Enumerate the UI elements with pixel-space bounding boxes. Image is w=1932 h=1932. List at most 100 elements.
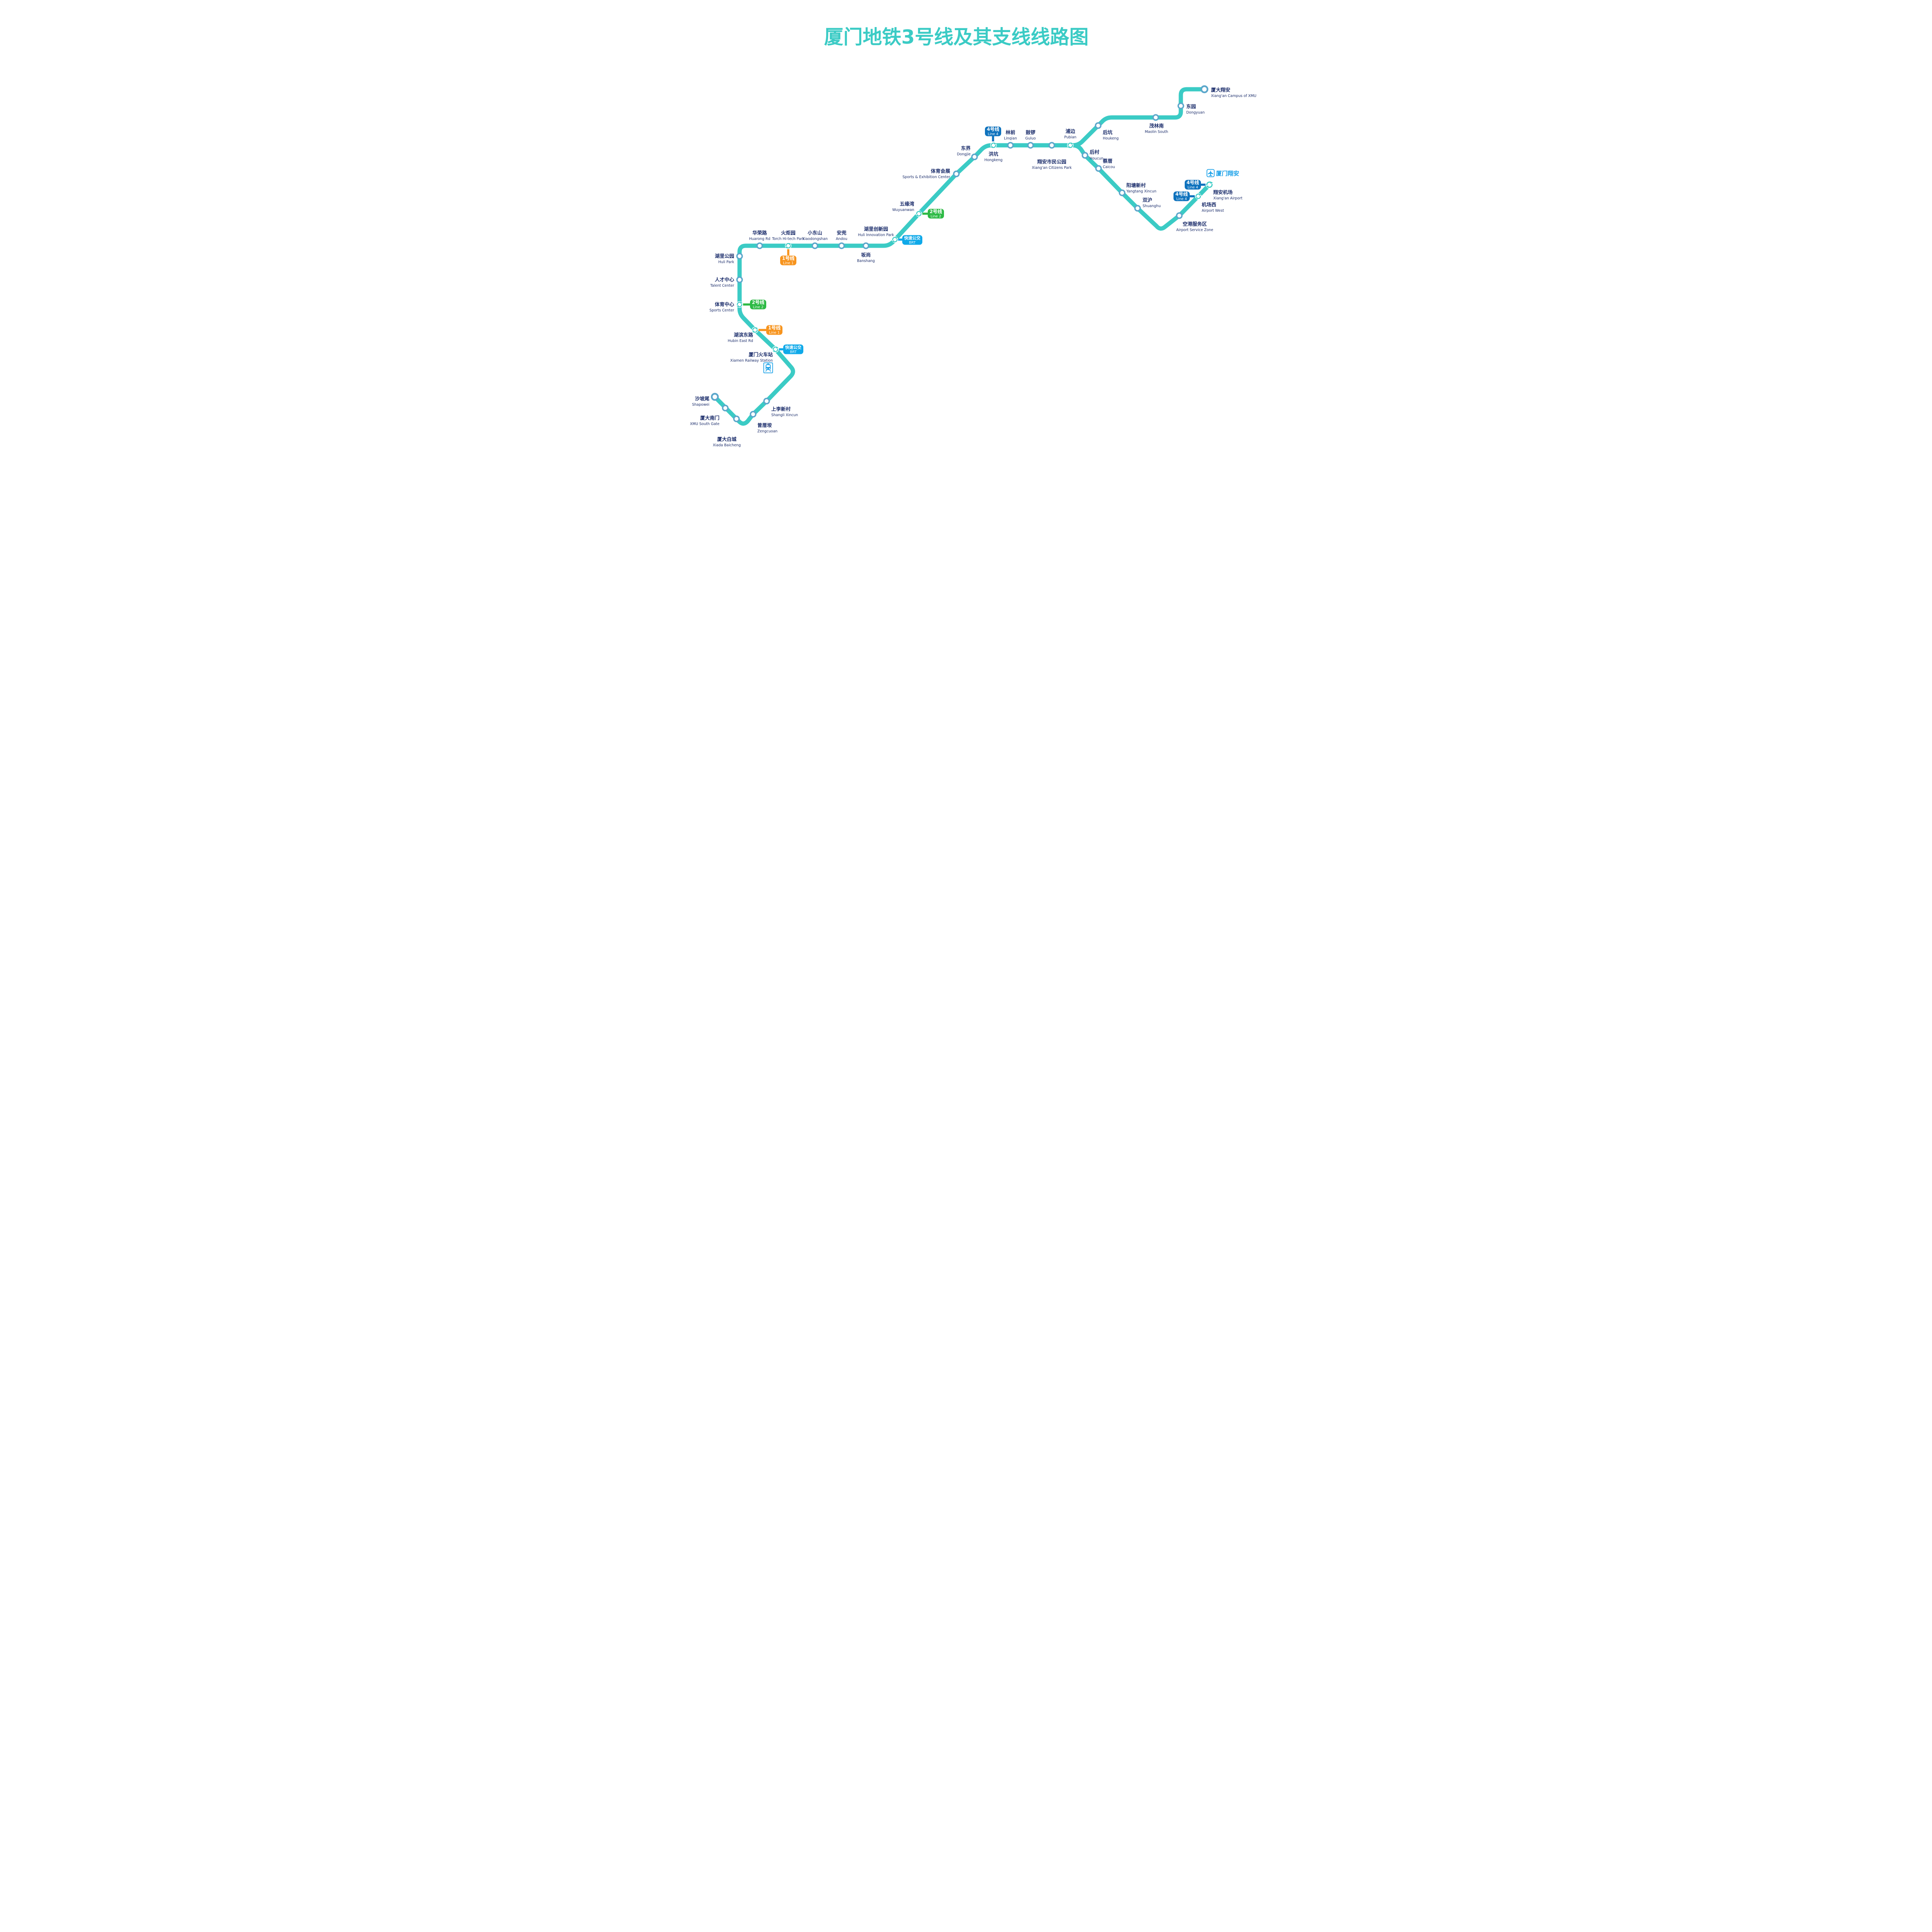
station-houcun[interactable] <box>1082 152 1088 159</box>
station-marker <box>733 415 740 422</box>
station-xiaodongshan[interactable] <box>811 242 818 249</box>
station-shapowei[interactable] <box>711 393 719 401</box>
station-shangli-xincun[interactable] <box>763 398 770 405</box>
station-guluo[interactable] <box>1027 142 1034 149</box>
station-hongkeng[interactable] <box>990 142 997 149</box>
station-name-en: Guluo <box>1025 136 1036 141</box>
station-pubian[interactable] <box>1067 142 1074 149</box>
station-xiada-baicheng[interactable] <box>733 415 740 422</box>
station-name-zh: 翔安机场 <box>1213 189 1233 195</box>
line1-hubin-label-en: Line 1 <box>769 331 779 335</box>
station-xiangan-campus[interactable] <box>1200 85 1209 94</box>
station-name-en: Wuyuanwan <box>892 208 914 212</box>
station-marker <box>1027 142 1034 149</box>
station-name-zh: 火炬园 <box>781 230 796 236</box>
station-dongjie[interactable] <box>971 153 978 160</box>
station-name-en: Dongyuan <box>1186 111 1205 115</box>
station-marker <box>1095 165 1102 172</box>
station-xiamen-railway-station[interactable] <box>772 346 779 353</box>
line2-sports-center-label-zh: 2号线 <box>752 299 764 305</box>
line2-wuyuanwan-label-zh: 2号线 <box>930 209 942 214</box>
station-huarong-rd[interactable] <box>756 242 763 249</box>
station-name-zh: 空港服务区 <box>1183 221 1207 227</box>
station-wuyuanwan[interactable] <box>915 210 922 217</box>
station-name-en: Houkeng <box>1103 136 1119 141</box>
station-name-zh: 机场西 <box>1202 202 1216 207</box>
transfer-icon <box>891 236 898 243</box>
line1-hubin-pill <box>766 325 782 335</box>
station-marker <box>1119 189 1126 196</box>
station-xiangan-airport[interactable] <box>1206 181 1213 189</box>
station-name-zh: 翔安市民公园 <box>1037 159 1066 165</box>
station-huli-park[interactable] <box>736 253 743 260</box>
station-name-zh: 坂尚 <box>861 252 871 258</box>
station-caicou[interactable] <box>1095 165 1102 172</box>
station-linqian[interactable] <box>1007 142 1014 149</box>
station-name-en: Airport Service Zone <box>1176 228 1213 232</box>
station-houkeng[interactable] <box>1095 122 1102 129</box>
brt-huli-innovation-pill <box>902 235 922 245</box>
station-name-en: Xiang'an Airport <box>1213 196 1243 201</box>
station-xiangan-citizens-park[interactable] <box>1048 142 1055 149</box>
station-hubin-east-rd[interactable] <box>752 327 759 333</box>
station-sports-exhibition-center[interactable] <box>953 170 960 177</box>
line1-torch-label-zh: 1号线 <box>782 255 794 261</box>
station-banshang[interactable] <box>862 242 869 249</box>
line3-airport-branch-path <box>1065 143 1212 231</box>
station-sports-center[interactable] <box>736 301 743 308</box>
station-name-zh: 蔡厝 <box>1102 158 1112 164</box>
station-name-zh: 茂林南 <box>1149 123 1164 129</box>
brt-railway-label-zh: 快速公交 <box>785 345 802 350</box>
station-name-en: Shangli Xincun <box>771 413 798 417</box>
station-yangtang-xincun[interactable] <box>1119 189 1126 196</box>
station-marker <box>1082 152 1088 159</box>
station-name-en: Andou <box>836 237 847 241</box>
station-xmu-south-gate[interactable] <box>722 405 729 412</box>
station-name-en: Huli Innovation Park <box>858 233 894 237</box>
station-name-en: Xiang'an Citizens Park <box>1032 166 1072 170</box>
station-airport-west[interactable] <box>1195 193 1202 200</box>
station-marker <box>1007 142 1014 149</box>
station-airport-service-zone[interactable] <box>1176 212 1183 219</box>
line1-torch-label-en: Line 1 <box>783 262 793 265</box>
transfer-icon <box>772 346 779 353</box>
station-zengcuoan[interactable] <box>750 411 757 418</box>
station-huli-innovation-park[interactable] <box>891 236 898 243</box>
station-name-zh: 双沪 <box>1142 197 1152 203</box>
station-name-zh: 东界 <box>961 145 971 151</box>
station-name-en: Pubian <box>1064 135 1077 139</box>
station-torch-hi-tech-park[interactable] <box>785 242 792 249</box>
station-name-zh: 上李新村 <box>771 406 791 412</box>
station-shuanghu[interactable] <box>1134 205 1141 212</box>
station-marker <box>1177 102 1184 109</box>
station-talent-center[interactable] <box>736 276 743 283</box>
brt-huli-innovation-label-zh: 快速公交 <box>904 236 921 241</box>
station-marker <box>1134 205 1141 212</box>
terminal-marker <box>1200 85 1209 94</box>
station-andou[interactable] <box>838 242 845 249</box>
station-dongyuan[interactable] <box>1177 102 1184 109</box>
station-name-en: Huli Park <box>718 260 735 264</box>
station-maolin-south[interactable] <box>1152 114 1159 121</box>
line4-airport-west-label-zh: 4号线 <box>1175 191 1188 197</box>
station-name-zh: 体育会展 <box>931 168 951 174</box>
station-name-zh: 林前 <box>1005 129 1015 135</box>
station-marker <box>1048 142 1055 149</box>
station-name-en: Sports & Exhibition Center <box>903 175 951 179</box>
station-name-zh: 曾厝垵 <box>757 422 772 428</box>
line2-sports-center-pill <box>750 299 766 310</box>
